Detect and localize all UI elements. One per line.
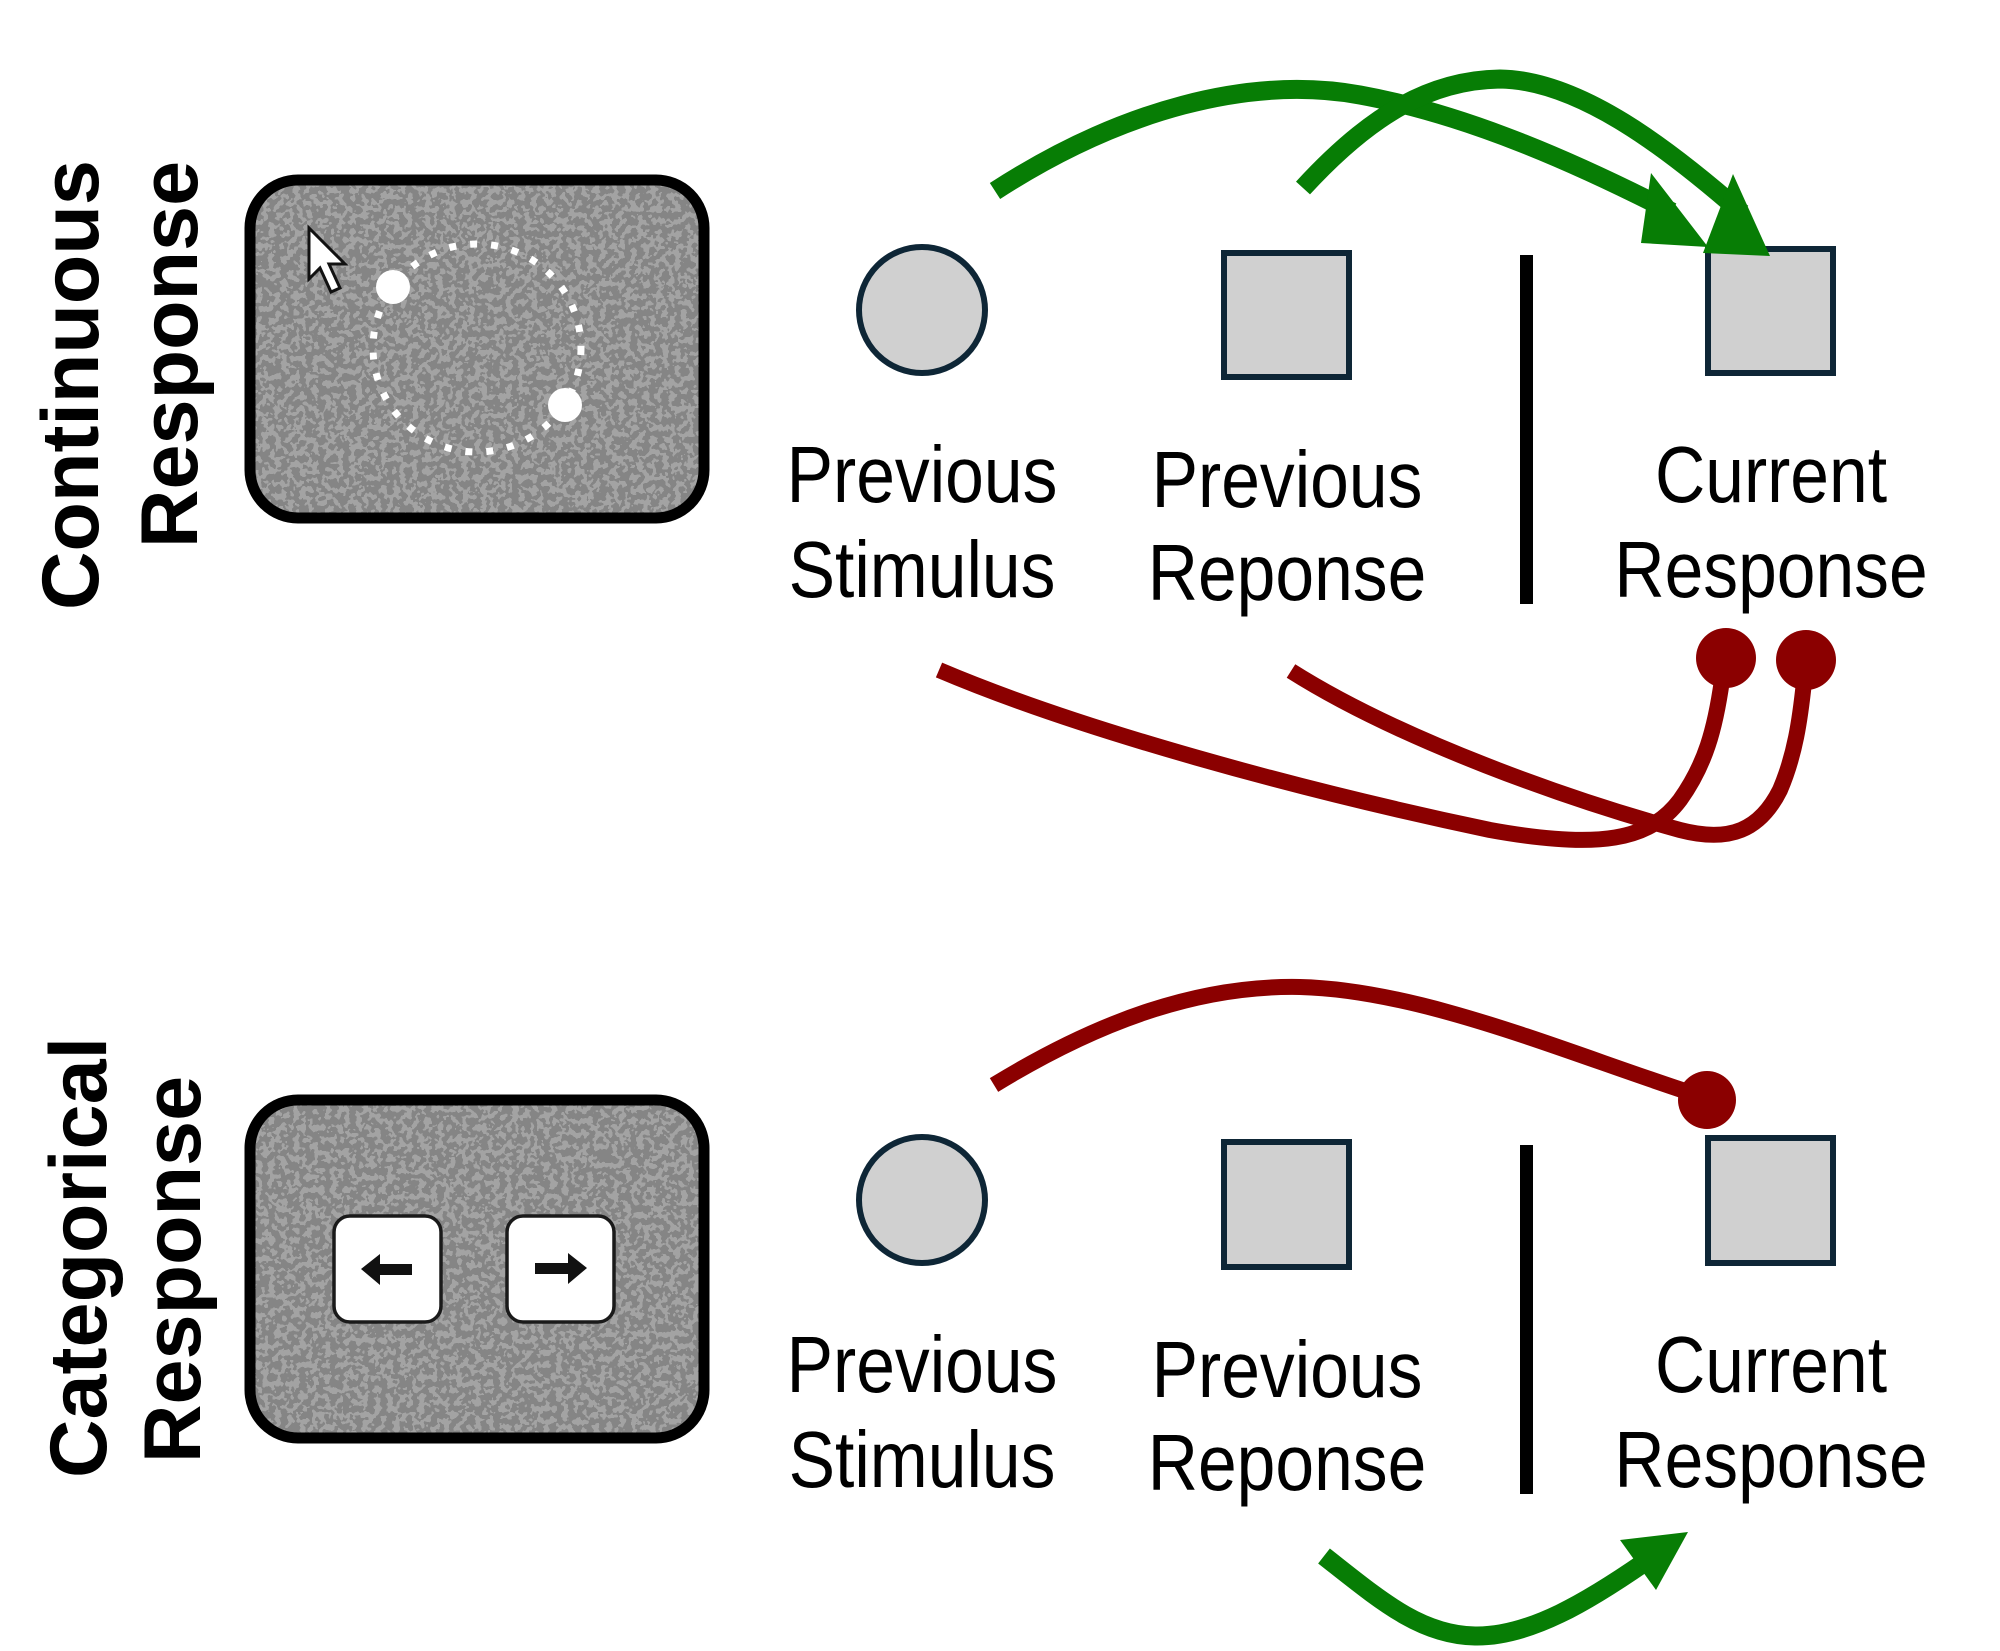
row-title-line2: Response	[125, 161, 215, 548]
noise-background	[250, 180, 704, 518]
ball-end-icon	[1696, 628, 1756, 688]
arrowhead-icon	[1620, 1532, 1688, 1590]
edge-prev-response-to-current-green	[1296, 69, 1770, 256]
node-previous-stimulus	[856, 1134, 988, 1266]
label-current-response-line1: Current	[1655, 429, 1887, 519]
response-dot-icon	[548, 388, 582, 422]
ball-end-icon	[1776, 630, 1836, 690]
arrowhead-icon	[1703, 174, 1770, 256]
edge-prev-response-to-current-green	[1318, 1532, 1688, 1646]
left-arrow-key	[332, 1214, 443, 1324]
node-previous-response	[1221, 1139, 1352, 1270]
label-previous-stimulus-line1: Previous	[787, 1319, 1058, 1409]
row-title-line2: Response	[128, 1076, 218, 1463]
label-current-response-line2: Response	[1614, 524, 1927, 614]
divider-line	[1520, 1145, 1533, 1494]
arrow-right-icon	[535, 1253, 587, 1284]
edge-prev-response-to-current-red	[1286, 630, 1836, 843]
categorical-response-screen	[244, 1094, 710, 1444]
ball-end-icon	[1678, 1071, 1736, 1129]
label-previous-stimulus-line1: Previous	[787, 429, 1058, 519]
label-current-response-line2: Response	[1614, 1414, 1927, 1504]
continuous-response-screen	[244, 174, 710, 524]
label-previous-response-line2: Reponse	[1148, 1417, 1427, 1507]
node-previous-response	[1221, 250, 1352, 380]
right-arrow-key	[505, 1214, 616, 1324]
label-previous-stimulus-line2: Stimulus	[789, 1414, 1056, 1504]
screen-frame	[244, 174, 710, 524]
row-categorical: Categorical Response Previous Stimulus	[34, 978, 1928, 1646]
divider-line	[1520, 255, 1533, 604]
label-previous-stimulus-line2: Stimulus	[789, 524, 1056, 614]
edge-prev-stimulus-to-current-red	[935, 628, 1756, 848]
arrowhead-icon	[1641, 173, 1708, 247]
screen-frame	[244, 1094, 710, 1444]
row-title-line1: Continuous	[26, 160, 116, 610]
row-continuous: Continuous Response Previous Stimulus Pr…	[26, 69, 1928, 848]
label-previous-response-line2: Reponse	[1148, 527, 1427, 617]
dotted-ring-icon	[369, 240, 585, 456]
arrow-left-icon	[361, 1254, 412, 1285]
node-previous-stimulus	[856, 244, 988, 376]
response-dot-icon	[376, 270, 410, 304]
cursor-arrow-icon	[307, 224, 349, 294]
node-current-response	[1705, 246, 1836, 376]
label-current-response-line1: Current	[1655, 1319, 1887, 1409]
edge-prev-stimulus-to-current-red	[989, 978, 1736, 1129]
edge-prev-stimulus-to-current-green	[989, 80, 1708, 247]
row-title-line1: Categorical	[34, 1037, 124, 1478]
noise-background	[250, 1100, 704, 1438]
node-current-response	[1705, 1135, 1836, 1266]
label-previous-response-line1: Previous	[1152, 1324, 1423, 1414]
label-previous-response-line1: Previous	[1152, 434, 1423, 524]
